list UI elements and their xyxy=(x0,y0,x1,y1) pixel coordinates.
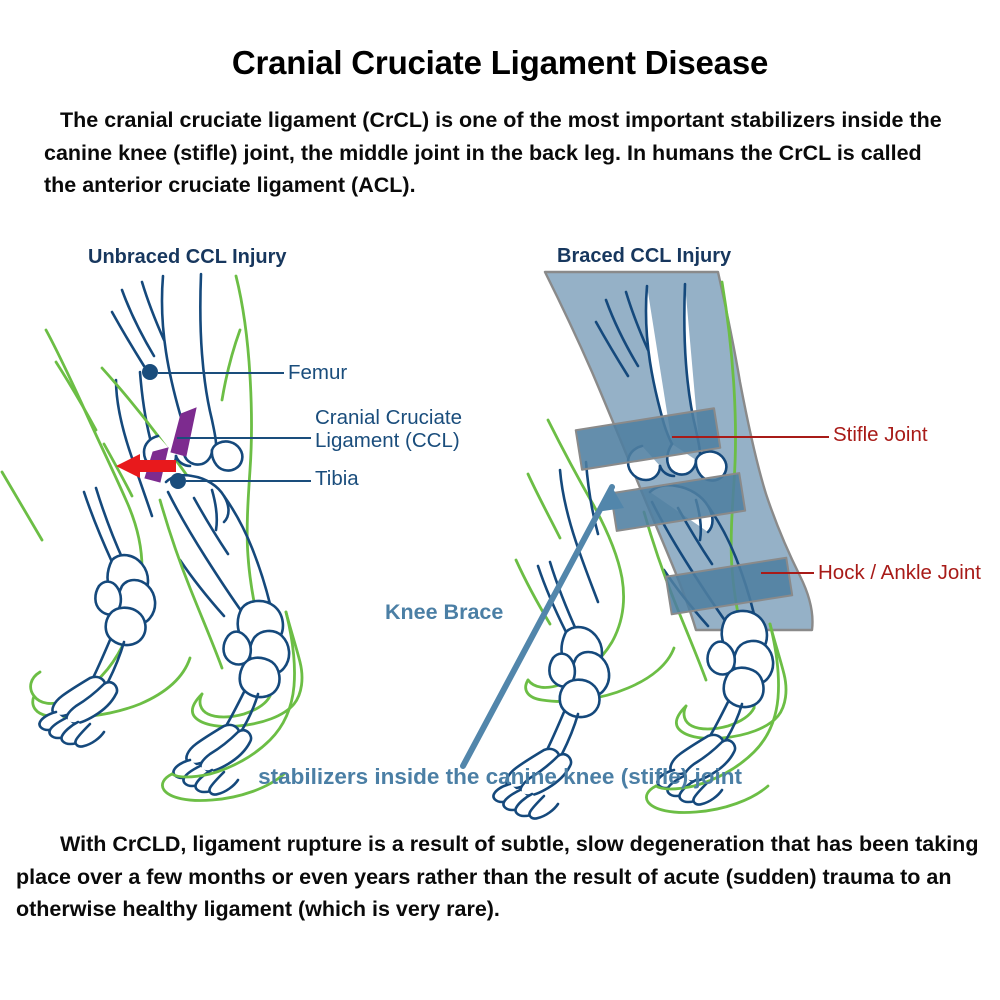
outro-text: With CrCLD, ligament rupture is a result… xyxy=(16,832,979,922)
outro-paragraph: With CrCLD, ligament rupture is a result… xyxy=(16,828,988,926)
unbraced-leg-illustration xyxy=(0,272,311,802)
intro-paragraph: The cranial cruciate ligament (CrCL) is … xyxy=(44,104,956,202)
label-stifle-joint: Stifle Joint xyxy=(833,423,928,446)
tibia-marker-dot xyxy=(170,473,186,489)
label-cranial-cruciate-ligament: Cranial Cruciate Ligament (CCL) xyxy=(315,406,462,453)
brace-strap-lower xyxy=(664,556,794,616)
label-hock-ankle-joint: Hock / Ankle Joint xyxy=(818,561,981,584)
label-knee-brace: Knee Brace xyxy=(385,600,504,624)
braced-section-heading: Braced CCL Injury xyxy=(557,245,732,267)
callout-stabilizers-text: stabilizers inside the canine knee (stif… xyxy=(258,764,742,789)
brace-strap-upper xyxy=(574,407,722,471)
page-title: Cranial Cruciate Ligament Disease xyxy=(231,44,769,81)
brace-pointer-arrowhead xyxy=(596,487,624,512)
brace-strap-middle xyxy=(609,472,747,532)
label-femur: Femur xyxy=(288,361,348,384)
label-tibia: Tibia xyxy=(315,467,359,490)
unbraced-section-heading: Unbraced CCL Injury xyxy=(88,246,287,268)
femur-marker-dot xyxy=(142,364,158,380)
tibial-thrust-arrow xyxy=(116,454,176,478)
intro-text: The cranial cruciate ligament (CrCL) is … xyxy=(44,108,942,198)
braced-leg-illustration xyxy=(460,270,829,820)
